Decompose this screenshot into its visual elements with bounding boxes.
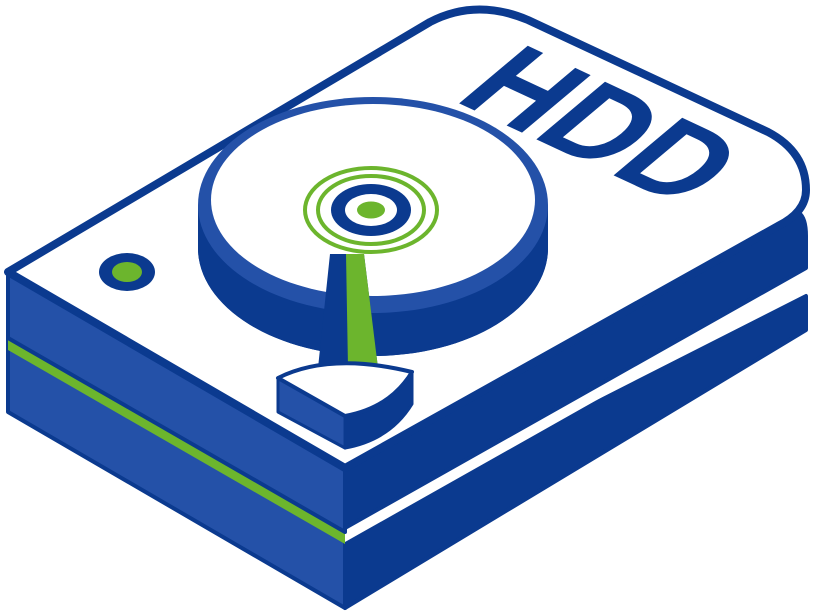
arm-base xyxy=(276,361,414,450)
white-separator xyxy=(345,268,806,542)
screw-hole xyxy=(99,253,155,291)
green-stripe xyxy=(8,338,345,544)
read-write-arm xyxy=(318,254,378,368)
spindle xyxy=(303,166,439,254)
disk-platter xyxy=(198,97,548,356)
